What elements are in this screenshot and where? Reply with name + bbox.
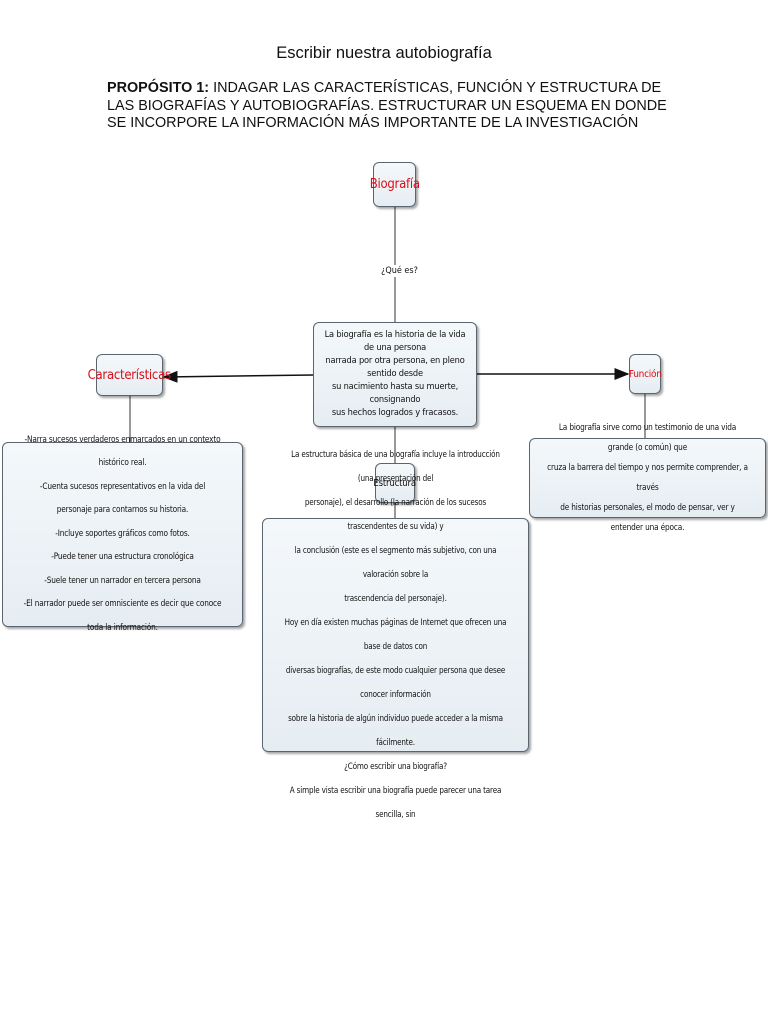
estructura-label: Estructura (373, 477, 417, 489)
caracteristica-item: -Puede tener una estructura cronológica (51, 552, 194, 563)
definicion-line: su nacimiento hasta su muerte, consignan… (331, 382, 459, 405)
estructura-line: diversas biografías, de este modo cualqu… (285, 666, 506, 700)
page-title: Escribir nuestra autobiografía (276, 44, 492, 62)
definicion-line: La biografía es la historia de la vida d… (324, 330, 466, 353)
funcion-line: La biografía sirve como un testimonio de… (558, 423, 737, 453)
caracteristicas-label: Características (87, 367, 172, 383)
definicion-line: narrada por otra persona, en pleno senti… (325, 356, 465, 379)
biografia-node: Biografía (370, 162, 420, 207)
funcion-detalle-text: La biografía sirve como un testimonio de… (546, 418, 748, 538)
purpose-label: PROPÓSITO 1: (107, 80, 210, 96)
link-definicion-caracteristicas (162, 370, 314, 383)
estructura-line: sobre la historia de algún individuo pue… (288, 714, 503, 748)
caracteristicas-node: Características (88, 354, 171, 396)
funcion-detalle-node: La biografía sirve como un testimonio de… (529, 423, 766, 533)
estructura-detalle-node: La estructura básica de una biografía in… (262, 450, 529, 820)
caracteristica-item: -Incluye soportes gráficos como fotos. (55, 528, 190, 539)
estructura-line: personaje), el desarrollo (la narración … (304, 498, 487, 532)
funcion-label: Función (628, 368, 662, 380)
purpose-statement: PROPÓSITO 1: INDAGAR LAS CARACTERÍSTICAS… (107, 80, 667, 133)
link-label-que-es: ¿Qué es? (379, 265, 420, 277)
funcion-line: cruza la barrera del tiempo y nos permit… (547, 463, 748, 493)
caracteristica-item: -Cuenta sucesos representativos en la vi… (39, 481, 206, 492)
purpose-text: INDAGAR LAS CARACTERÍSTICAS, FUNCIÓN Y E… (107, 80, 667, 131)
caracteristica-item: -Narra sucesos verdaderos enmarcados en … (24, 434, 221, 469)
definicion-node: La biografía es la historia de la vida d… (313, 322, 477, 427)
caracteristicas-detalle-node: -Narra sucesos verdaderos enmarcados en … (2, 435, 243, 633)
definicion-text: La biografía es la historia de la vida d… (320, 329, 469, 420)
caracteristica-item: -El narrador puede ser omnisciente es de… (23, 599, 222, 633)
funcion-line: de historias personales, el modo de pens… (560, 503, 735, 533)
estructura-line: La estructura básica de una biografía in… (291, 450, 500, 484)
definicion-line: sus hechos logrados y fracasos. (331, 408, 459, 418)
estructura-line: Hoy en día existen muchas páginas de Int… (284, 618, 507, 652)
funcion-node: Función (628, 354, 662, 394)
estructura-line: ¿Cómo escribir una biografía? (344, 762, 447, 772)
estructura-detalle-text: La estructura básica de una biografía in… (284, 443, 507, 827)
estructura-line: la conclusión (este es el segmento más s… (294, 546, 497, 580)
estructura-line: A simple vista escribir una biografía pu… (289, 786, 502, 820)
estructura-node: Estructura (373, 463, 417, 503)
caracteristica-item: -Suele tener un narrador en tercera pers… (44, 575, 201, 586)
biografia-label: Biografía (369, 177, 420, 192)
estructura-line: trascendencia del personaje). (344, 594, 447, 604)
caracteristicas-detalle-text: -Narra sucesos verdaderos enmarcados en … (20, 429, 226, 641)
caracteristica-item: personaje para contarnos su historia. (56, 505, 189, 516)
